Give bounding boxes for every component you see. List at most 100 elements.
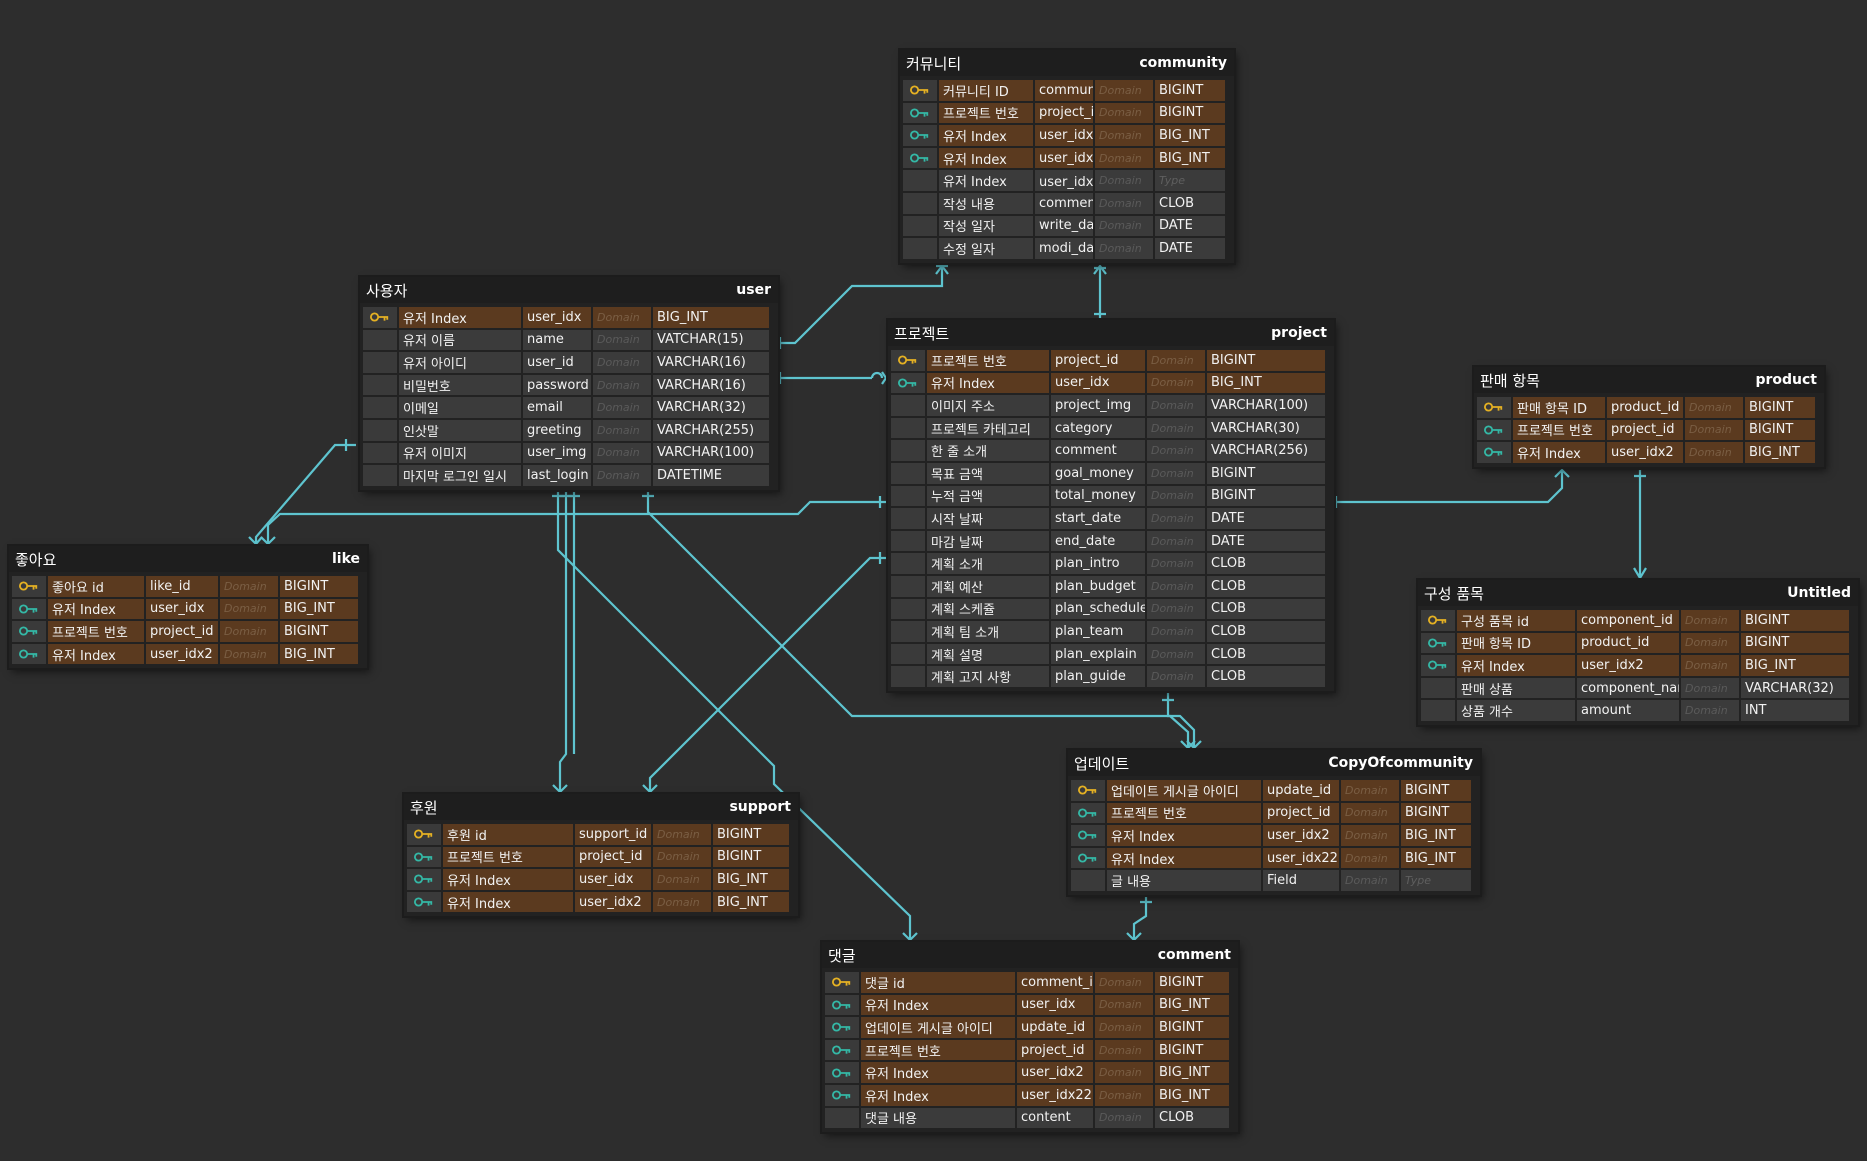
column-type: CLOB [1207, 575, 1325, 597]
column-domain: Domain [1147, 643, 1205, 665]
table-physical-name: comment [1157, 947, 1231, 963]
column-type: BIGINT [1155, 972, 1229, 993]
table-row[interactable]: 작성 내용commentDomainCLOB [902, 192, 1232, 215]
column-type: BIG_INT [280, 598, 358, 620]
column-physical-name: greeting [523, 419, 591, 441]
column-type: VARCHAR(16) [653, 374, 769, 396]
column-domain: Domain [593, 442, 651, 464]
column-domain: Domain [653, 869, 711, 890]
primary-key-icon [910, 84, 930, 96]
column-domain: Domain [1095, 215, 1153, 237]
foreign-key-icon [414, 873, 434, 885]
column-logical-name: 판매 항목 ID [1457, 632, 1575, 654]
table-physical-name: project [1271, 325, 1327, 341]
column-type: VARCHAR(16) [653, 352, 769, 373]
primary-key-icon [1078, 784, 1098, 796]
key-cell [903, 125, 937, 146]
column-physical-name: content [1017, 1107, 1093, 1129]
column-physical-name: product_id [1607, 397, 1683, 418]
column-type: BIGINT [1155, 1017, 1229, 1038]
key-cell [825, 1017, 859, 1038]
column-domain: Domain [653, 824, 711, 845]
